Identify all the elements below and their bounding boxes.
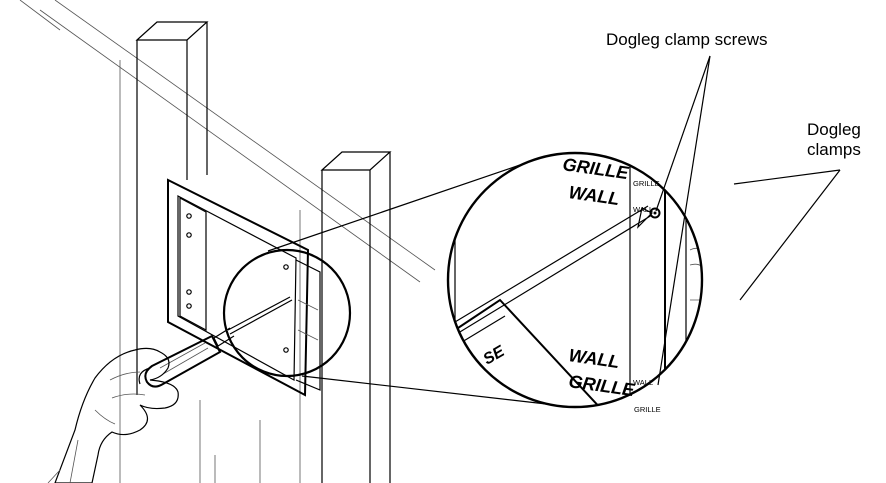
magnifier-circle-small bbox=[222, 248, 352, 378]
screwdriver bbox=[138, 296, 293, 388]
callout-leaders bbox=[655, 55, 841, 386]
callout-screws-text: Dogleg clamp screws bbox=[606, 30, 768, 49]
label-grille-small-top: GRILLE bbox=[633, 179, 660, 188]
hand bbox=[47, 347, 179, 483]
zoom-detail bbox=[448, 153, 702, 407]
magnifier-circle-large bbox=[446, 151, 704, 409]
label-wall-small-top: WALL bbox=[633, 205, 653, 214]
connector-line-bottom bbox=[301, 375, 556, 406]
callout-clamps-line1: Dogleg bbox=[807, 120, 861, 139]
connector-line-top bbox=[267, 164, 521, 252]
callout-dogleg-clamp-screws: Dogleg clamp screws bbox=[606, 30, 768, 50]
callout-clamps-line2: clamps bbox=[807, 140, 861, 159]
label-wall-small-bottom: WALL bbox=[633, 378, 653, 387]
callout-dogleg-clamps: Dogleg clamps bbox=[807, 120, 861, 160]
speaker-frame bbox=[167, 178, 321, 397]
label-grille-small-bottom: GRILLE bbox=[634, 405, 661, 414]
wall-structure bbox=[19, 0, 436, 483]
